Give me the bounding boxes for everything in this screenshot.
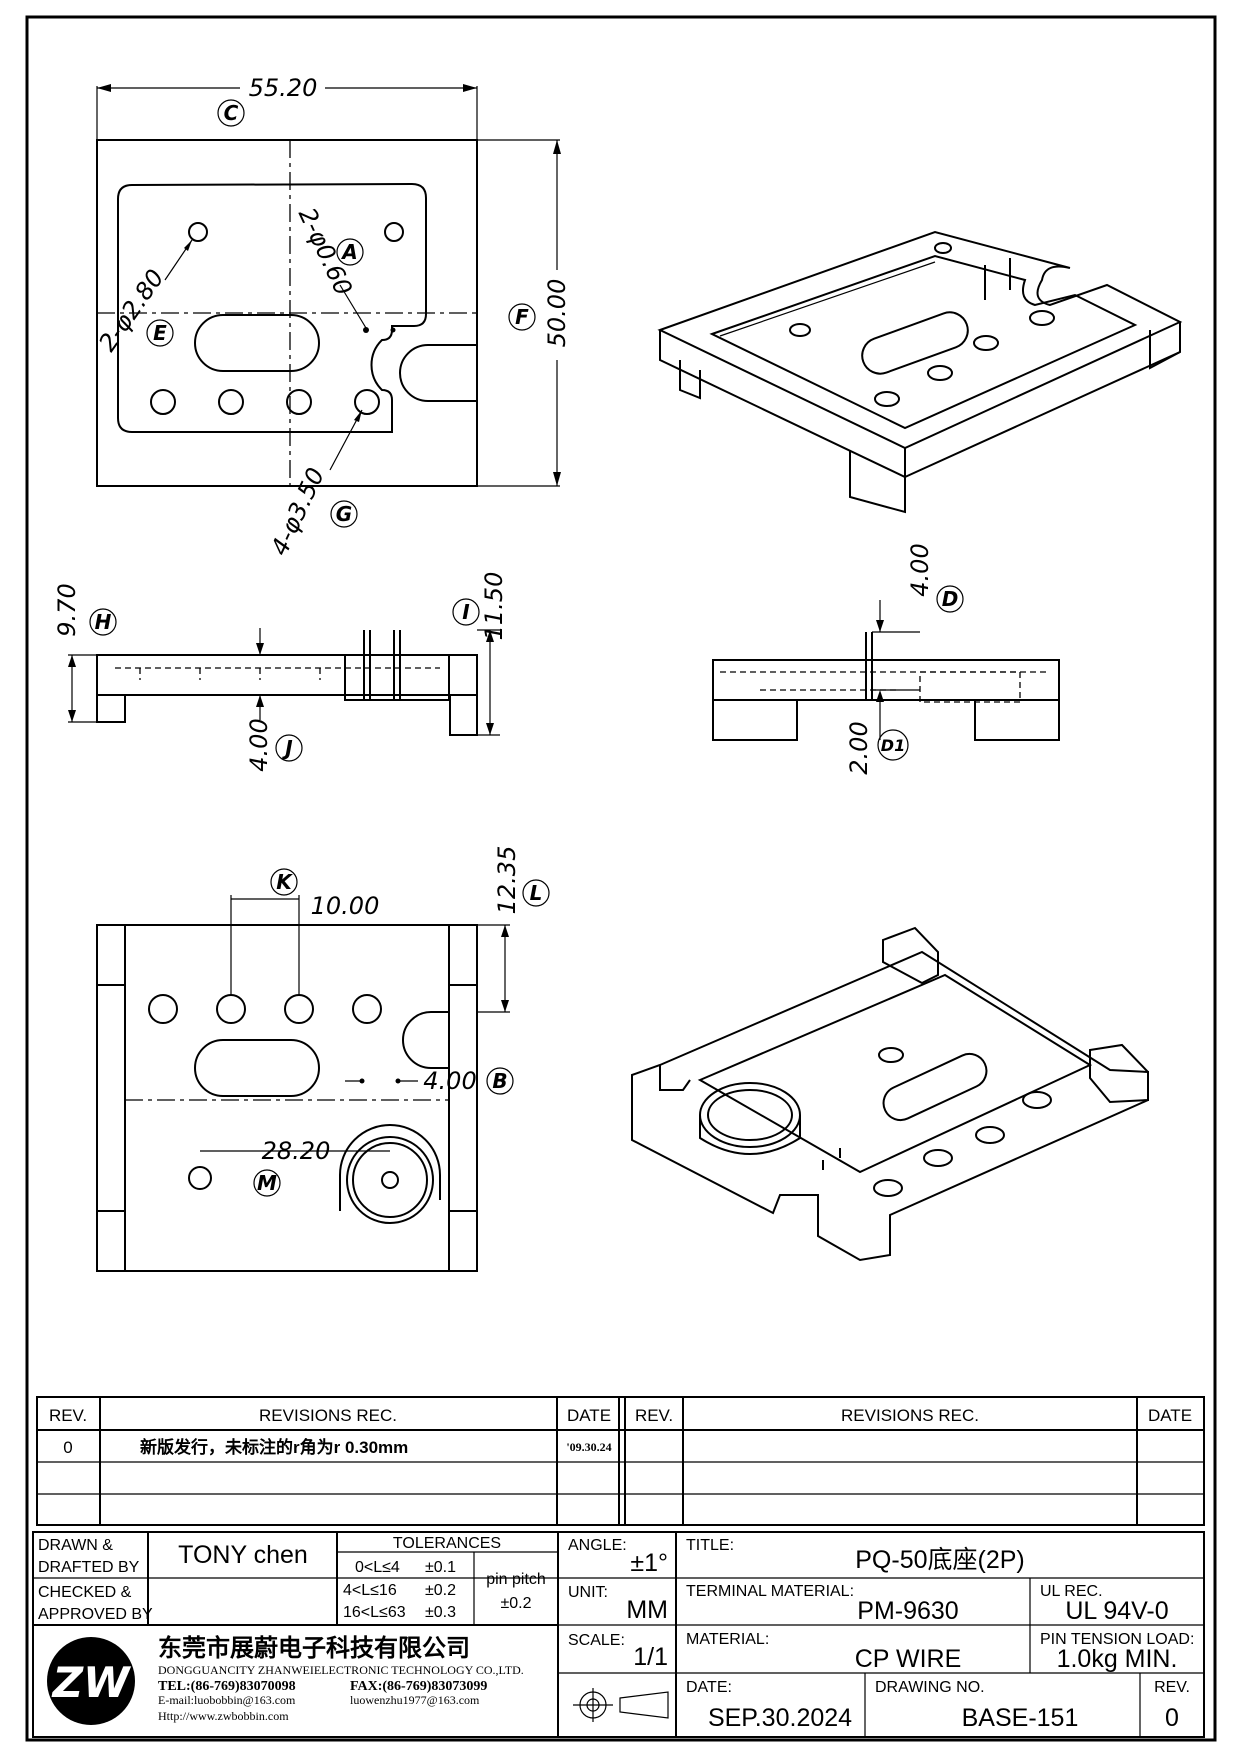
tol-value-2: ±0.2 <box>425 1582 456 1599</box>
pin-tension-label: PIN TENSION LOAD: <box>1040 1631 1194 1648</box>
dim-pin-d: 4.00 <box>906 543 934 596</box>
rec-header-left: REVISIONS REC. <box>259 1406 397 1425</box>
title-block: DRAWN & DRAFTED BY TONY chen CHECKED & A… <box>32 1531 1205 1738</box>
angle-value: ±1° <box>630 1549 668 1577</box>
revision-row-rec: 新版发行，未标注的r角为r 0.30mm <box>140 1437 408 1457</box>
drawn-by: TONY chen <box>178 1541 308 1569</box>
callout-k: K <box>276 870 293 894</box>
unit-label: UNIT: <box>568 1584 608 1601</box>
dim-height-h: 9.70 <box>53 583 81 636</box>
callout-i: I <box>462 600 470 624</box>
dim-offset-b: 4.00 <box>423 1067 476 1095</box>
dim-height-i: 11.50 <box>480 572 508 641</box>
checked-label-1: CHECKED & <box>38 1584 132 1601</box>
callout-m: M <box>257 1171 277 1195</box>
callout-l: L <box>530 881 543 905</box>
terminal-value: PM-9630 <box>857 1597 958 1625</box>
bottom-view: 10.00 K 12.35 L 4.00 B 28.20 M <box>96 846 550 1272</box>
ul-label: UL REC. <box>1040 1583 1103 1600</box>
company-email-2: luowenzhu1977@163.com <box>350 1693 480 1707</box>
tol-value-3: ±0.3 <box>425 1604 456 1621</box>
rev-value: 0 <box>1165 1704 1179 1732</box>
pin-pitch-value: ±0.2 <box>500 1595 531 1612</box>
dim-pitch-k: 10.00 <box>311 892 380 920</box>
ul-value: UL 94V-0 <box>1065 1597 1168 1625</box>
tol-range-1: 0<L≤4 <box>355 1559 400 1576</box>
rev-header-right: REV. <box>635 1406 673 1425</box>
material-value: CP WIRE <box>855 1645 962 1673</box>
company-fax: FAX:(86-769)83073099 <box>350 1679 487 1694</box>
drawn-label-1: DRAWN & <box>38 1537 113 1554</box>
rev-header-left: REV. <box>49 1406 87 1425</box>
pin-pitch-label: pin pitch <box>486 1571 546 1588</box>
checked-label-2: APPROVED BY <box>38 1606 153 1623</box>
callout-a: A <box>340 240 357 264</box>
callout-h: H <box>95 610 112 634</box>
title-value: PQ-50底座(2P) <box>855 1546 1024 1574</box>
pin-tension-value: 1.0kg MIN. <box>1057 1645 1178 1673</box>
material-label: MATERIAL: <box>686 1631 769 1648</box>
callout-d1: D1 <box>881 736 905 755</box>
company-name-en: DONGGUANCITY ZHANWEIELECTRONIC TECHNOLOG… <box>158 1663 524 1677</box>
company-logo: ZW <box>47 1637 135 1725</box>
dim-pin-d1: 2.00 <box>845 721 873 774</box>
dim-hole-g: 4-φ3.50 <box>265 463 330 559</box>
terminal-label: TERMINAL MATERIAL: <box>686 1583 854 1600</box>
date-header-left: DATE <box>567 1406 611 1425</box>
dim-width-top: 55.20 <box>249 74 318 102</box>
callout-c: C <box>224 101 239 125</box>
sheet-border <box>25 15 1217 1742</box>
logo-letters: ZW <box>51 1658 132 1707</box>
callout-b: B <box>492 1069 507 1093</box>
isometric-bottom-view <box>631 926 1149 1262</box>
angle-label: ANGLE: <box>568 1537 627 1554</box>
isometric-top-view <box>657 230 1183 514</box>
company-name-cn: 东莞市展蔚电子科技有限公司 <box>158 1634 470 1662</box>
company-email-1: E-mail:luobobbin@163.com <box>158 1693 296 1707</box>
callout-j: J <box>281 736 293 760</box>
callout-f: F <box>515 305 529 329</box>
callout-d: D <box>942 587 959 611</box>
drawing-no-value: BASE-151 <box>962 1704 1079 1732</box>
dim-height-top: 50.00 <box>543 279 571 348</box>
revision-row-date: '09.30.24 <box>566 1440 611 1454</box>
rec-header-right: REVISIONS REC. <box>841 1406 979 1425</box>
unit-value: MM <box>626 1596 668 1624</box>
front-view: 9.70 11.50 4.00 H I J <box>53 572 508 772</box>
top-view: 55.20 50.00 2-φ2.80 2-φ0.60 4-φ3.50 C A … <box>93 74 571 560</box>
tol-range-2: 4<L≤16 <box>343 1582 397 1599</box>
title-label: TITLE: <box>686 1537 734 1554</box>
callout-g: G <box>336 502 352 526</box>
rev-label: REV. <box>1154 1679 1190 1696</box>
dim-depth-j: 4.00 <box>245 718 273 771</box>
drawing-no-label: DRAWING NO. <box>875 1679 985 1696</box>
drawn-label-2: DRAFTED BY <box>38 1559 140 1576</box>
scale-label: SCALE: <box>568 1632 625 1649</box>
date-header-right: DATE <box>1148 1406 1192 1425</box>
projection-symbol-icon <box>573 1688 669 1722</box>
date-label: DATE: <box>686 1679 732 1696</box>
tolerances-label: TOLERANCES <box>393 1535 501 1552</box>
company-web: Http://www.zwbobbin.com <box>158 1709 289 1723</box>
callout-e: E <box>153 321 167 345</box>
dim-height-l: 12.35 <box>493 846 521 915</box>
date-value: SEP.30.2024 <box>708 1704 852 1732</box>
scale-value: 1/1 <box>633 1643 668 1671</box>
side-view: 4.00 2.00 D D1 <box>712 543 1060 775</box>
tol-value-1: ±0.1 <box>425 1559 456 1576</box>
revision-table: REV. REVISIONS REC. DATE REV. REVISIONS … <box>36 1396 1205 1526</box>
dim-span-m: 28.20 <box>262 1137 331 1165</box>
tol-range-3: 16<L≤63 <box>343 1604 406 1621</box>
company-tel: TEL:(86-769)83070098 <box>158 1679 296 1694</box>
revision-row-rev: 0 <box>63 1438 72 1457</box>
